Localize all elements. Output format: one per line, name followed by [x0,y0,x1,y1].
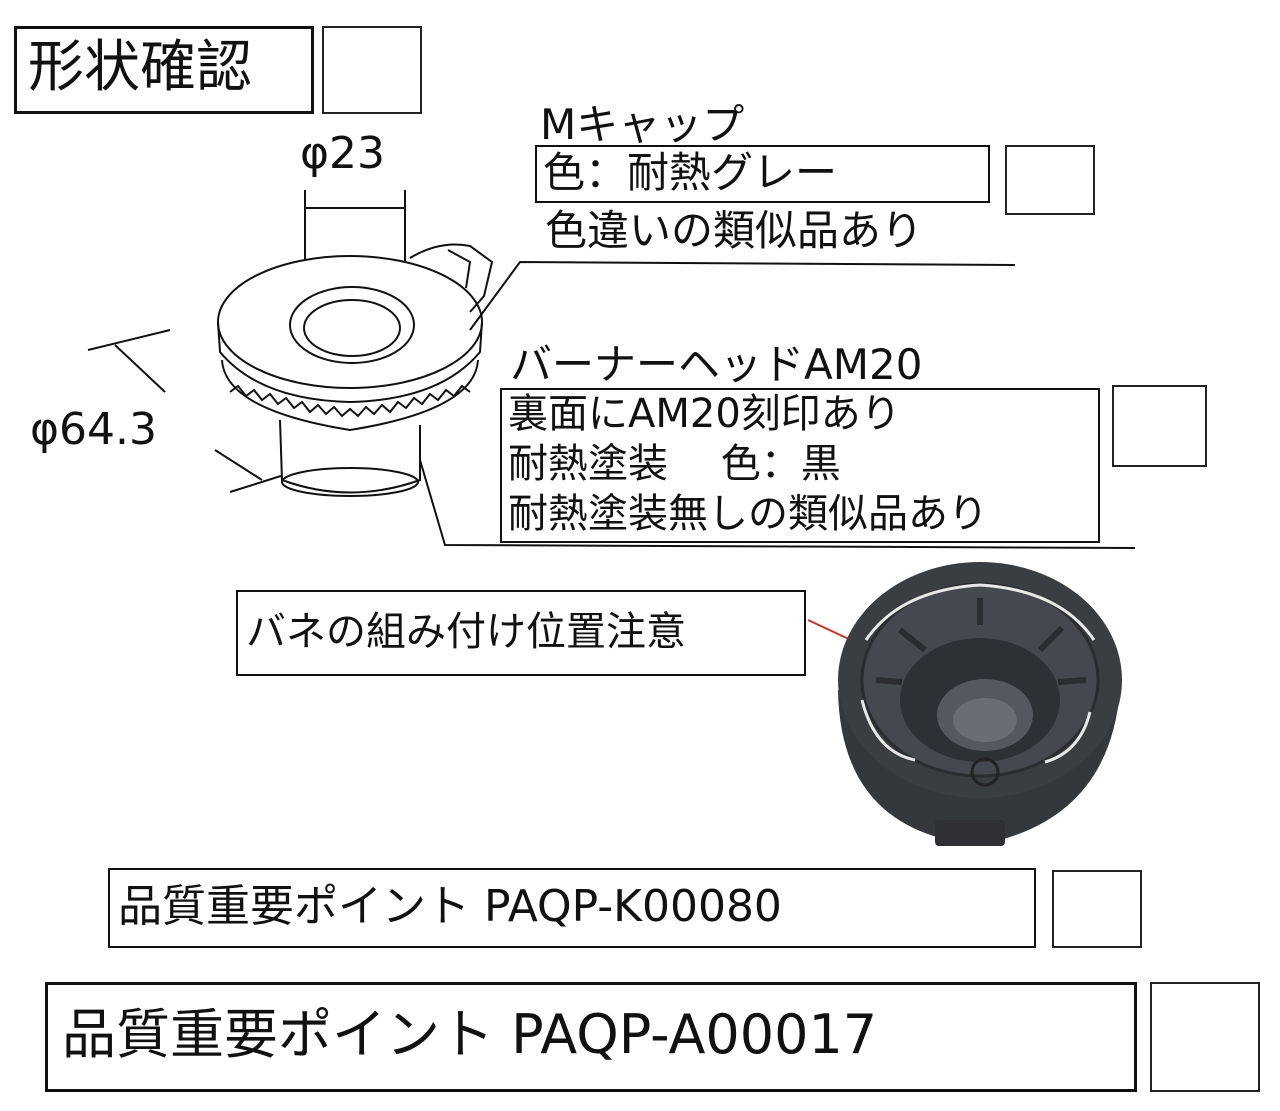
m-cap-color-box [535,145,990,203]
shape-check-checkbox[interactable] [322,26,422,114]
m-cap-checkbox[interactable] [1005,145,1095,215]
shape-check-title-box [14,26,314,114]
dim-64-line-lower [214,449,263,481]
burner-head-checkbox[interactable] [1112,385,1207,467]
quality-point-2-box [45,982,1137,1092]
m-cap-leader [469,260,1016,331]
burner-head-name: バーナーヘッドAM20 [510,340,923,389]
outer-diameter-label: φ64.3 [30,404,157,455]
dim-64-upper-extension [87,329,171,351]
quality-point-1-box [108,868,1036,948]
burner-line-drawing [217,243,494,497]
burner-head-leader [419,459,1136,549]
quality-point-2-text: 品質重要ポイント PAQP-A00017 [62,1003,878,1066]
dim-64-line-upper [114,344,166,393]
m-cap-note: 色違いの類似品あり [545,206,924,255]
m-cap-color-spec: 色：耐熱グレー [543,148,838,197]
burner-head-photo [838,562,1122,846]
page-title: 形状確認 [28,35,252,100]
m-cap-name: Mキャップ [540,100,745,149]
inner-diameter-label: φ23 [300,128,386,179]
quality-point-2-checkbox[interactable] [1150,982,1260,1092]
burner-head-line-2: 耐熱塗装 色：黒 [508,441,841,487]
spring-note-box [236,590,806,676]
spring-note-text: バネの組み付け位置注意 [246,609,686,655]
burner-head-line-1: 裏面にAM20刻印あり [508,391,901,437]
quality-point-1-checkbox[interactable] [1052,870,1142,948]
burner-head-spec-box [500,388,1100,543]
quality-point-1-text: 品質重要ポイント PAQP-K00080 [118,881,782,932]
burner-head-line-3: 耐熱塗装無しの類似品あり [508,491,988,537]
